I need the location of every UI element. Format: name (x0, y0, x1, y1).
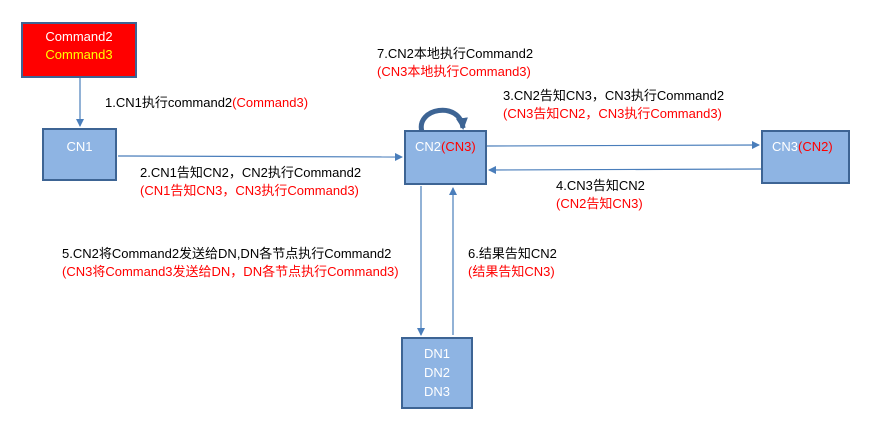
step7-label: 7.CN2本地执行Command2 (CN3本地执行Command3) (377, 45, 533, 81)
node-cn2-alt-label: (CN3) (441, 139, 476, 154)
arrow-cn1-to-cn2 (117, 152, 403, 161)
step5-alt: (CN3将Command3发送给DN，DN各节点执行Command3) (62, 264, 399, 279)
step5-text: 5.CN2将Command2发送给DN,DN各节点执行Command2 (62, 246, 392, 261)
step4-label: 4.CN3告知CN2 (CN2告知CN3) (556, 177, 645, 213)
command-box-line2: Command3 (45, 47, 113, 62)
node-cn2: CN2(CN3) (404, 130, 487, 185)
step2-text: 2.CN1告知CN2，CN2执行Command2 (140, 165, 362, 180)
step3-label: 3.CN2告知CN3，CN3执行Command2 (CN3告知CN2，CN3执行… (503, 87, 724, 123)
step4-alt: (CN2告知CN3) (556, 196, 643, 211)
arrow-cn3-to-cn2 (488, 165, 762, 174)
arrow-cn2-to-cn3 (486, 141, 760, 150)
step1-label: 1.CN1执行command2(Command3) (105, 94, 308, 112)
command-box-line1: Command2 (45, 29, 113, 44)
step6-label: 6.结果告知CN2 (结果告知CN3) (468, 245, 557, 281)
command-box: Command2 Command3 (21, 22, 137, 78)
step1-alt: (Command3) (232, 95, 309, 110)
node-cn1-label: CN1 (66, 139, 93, 154)
step5-label: 5.CN2将Command2发送给DN,DN各节点执行Command2 (CN3… (62, 245, 399, 281)
node-dn: DN1 DN2 DN3 (401, 337, 473, 409)
step1-text: 1.CN1执行command2 (105, 95, 233, 110)
node-cn1: CN1 (42, 128, 117, 181)
node-dn2-label: DN2 (423, 365, 450, 380)
node-cn3-alt-label: (CN2) (798, 139, 833, 154)
node-dn3-label: DN3 (423, 384, 450, 399)
node-cn3: CN3(CN2) (761, 130, 850, 184)
step6-alt: (结果告知CN3) (468, 264, 555, 279)
step3-text: 3.CN2告知CN3，CN3执行Command2 (503, 88, 725, 103)
step3-alt: (CN3告知CN2，CN3执行Command3) (503, 106, 722, 121)
step7-alt: (CN3本地执行Command3) (377, 64, 531, 79)
arrow-cn2-self-loop (418, 107, 468, 133)
step2-alt: (CN1告知CN3，CN3执行Command3) (140, 183, 359, 198)
step7-text: 7.CN2本地执行Command2 (377, 46, 534, 61)
step6-text: 6.结果告知CN2 (468, 246, 557, 261)
node-dn1-label: DN1 (423, 346, 450, 361)
step2-label: 2.CN1告知CN2，CN2执行Command2 (CN1告知CN3，CN3执行… (140, 164, 361, 200)
step4-text: 4.CN3告知CN2 (556, 178, 645, 193)
node-cn2-label: CN2 (415, 139, 442, 154)
node-cn3-label: CN3 (772, 139, 799, 154)
